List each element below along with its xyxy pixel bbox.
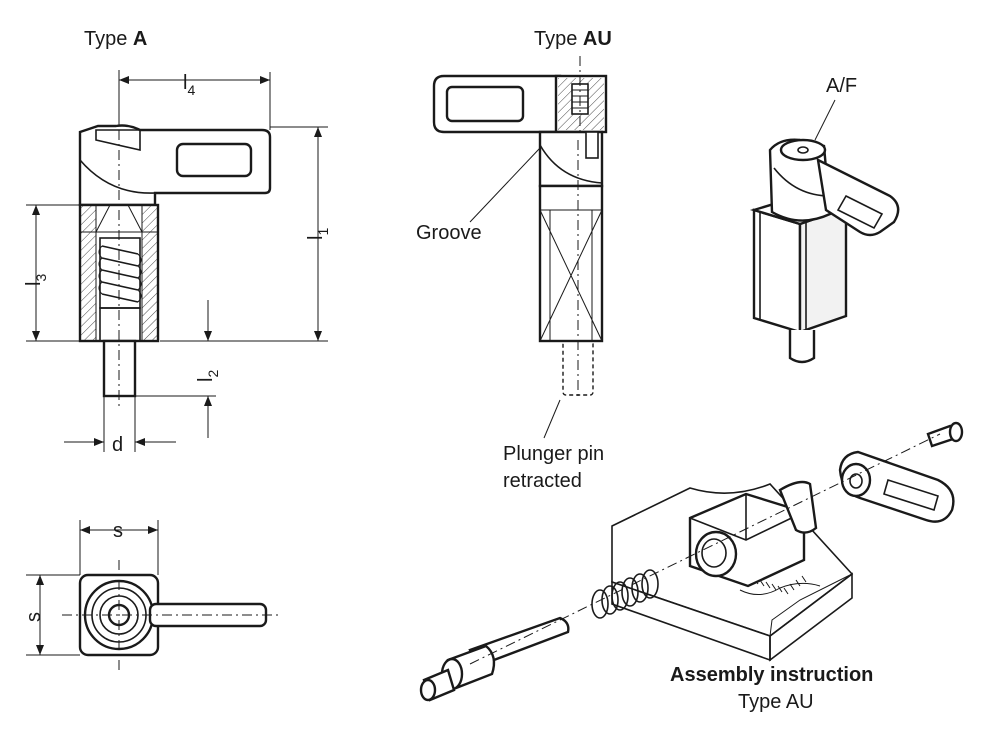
dim-s-top: s — [79, 520, 159, 575]
assembly-view: Assembly instruction Type AU — [419, 421, 964, 713]
assembly-spring — [591, 569, 659, 619]
type-a-body-hatch-left — [80, 205, 96, 341]
iso-pin — [788, 330, 816, 364]
dim-l1-label: l1 — [305, 228, 331, 240]
plunger-label-line1: Plunger pin — [503, 443, 604, 465]
dim-l3: l3 — [23, 204, 80, 342]
type-a-top-view: s s — [23, 520, 280, 670]
type-a-lever-window — [175, 142, 253, 178]
iso-body-right-face — [798, 206, 848, 334]
dim-l4-label: l4 — [183, 72, 195, 98]
type-a-plunger-pin — [102, 339, 137, 398]
assembly-screw — [926, 421, 964, 448]
iso-lever-window — [836, 194, 884, 230]
type-a-body-hatch-right — [142, 205, 158, 341]
isometric-view: A/F — [749, 75, 900, 364]
type-au-title: Type AU — [534, 28, 612, 50]
dim-l2: l2 — [136, 300, 221, 438]
type-a-top-nub — [95, 129, 141, 152]
af-label: A/F — [826, 75, 857, 97]
dim-l4: l4 — [118, 72, 271, 130]
plunger-leader — [543, 399, 561, 439]
assembly-axis — [469, 433, 941, 665]
dim-s-top-label: s — [113, 520, 123, 542]
dim-l1: l1 — [160, 126, 331, 342]
type-a-cam-head — [78, 124, 272, 207]
af-leader — [814, 99, 836, 141]
dim-s-left-label: s — [23, 612, 45, 622]
type-a-title: Type A — [84, 28, 147, 50]
dim-l3-label: l3 — [23, 274, 49, 286]
iso-lever — [816, 157, 900, 237]
dim-l2-label: l2 — [195, 370, 221, 382]
type-au-side-view: Type AU Groove Plunger pin retracted — [416, 28, 612, 492]
dim-s-left: s — [23, 574, 80, 656]
assembly-lever — [838, 450, 955, 523]
type-a-side-view: Type A — [23, 28, 331, 456]
dim-d: d — [64, 396, 176, 456]
dim-d-label: d — [112, 434, 123, 456]
assembly-title: Assembly instruction — [670, 664, 873, 686]
assembly-plunger — [419, 616, 570, 702]
groove-label: Groove — [416, 222, 482, 244]
groove-leader — [469, 147, 541, 223]
type-a-cam-curve — [79, 159, 156, 194]
assembly-workpiece-side — [769, 572, 853, 662]
assembly-subtitle: Type AU — [738, 691, 814, 713]
au-lever — [432, 74, 562, 134]
iso-body-left-face — [752, 208, 802, 334]
au-body — [538, 184, 604, 343]
type-a-spring — [98, 237, 142, 309]
plunger-label-line2: retracted — [503, 470, 582, 492]
assembly-cam — [778, 480, 818, 534]
iso-screw-head — [779, 138, 827, 162]
au-lever-window — [445, 85, 525, 123]
